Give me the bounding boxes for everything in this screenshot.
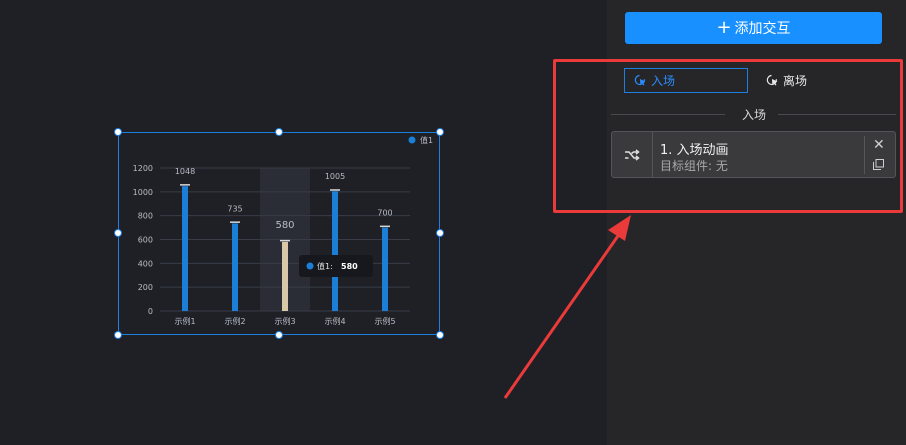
resize-handle-bottom-left[interactable] bbox=[114, 331, 122, 339]
tab-enter[interactable]: 入场 bbox=[624, 68, 748, 93]
x-tick-label: 示例4 bbox=[324, 316, 345, 326]
tab-exit[interactable]: 离场 bbox=[766, 68, 807, 93]
resize-handle-top-right[interactable] bbox=[436, 128, 444, 136]
x-tick-label: 示例1 bbox=[174, 316, 195, 326]
interaction-panel bbox=[607, 0, 906, 445]
bar bbox=[332, 191, 338, 311]
bar-cap bbox=[180, 184, 190, 186]
legend-marker bbox=[408, 136, 416, 144]
bar-chart: 0 200 400 600 800 1000 1200 1048 示例1 735 示例2 580 示例3… bbox=[133, 135, 433, 326]
data-label: 580 bbox=[275, 220, 294, 231]
copy-icon[interactable] bbox=[873, 159, 884, 170]
interaction-target: 目标组件: 无 bbox=[660, 157, 728, 174]
section-divider-right bbox=[778, 114, 896, 115]
y-tick-label: 600 bbox=[138, 236, 153, 245]
bar-cap bbox=[280, 239, 290, 242]
interaction-title: 1. 入场动画 bbox=[660, 143, 729, 158]
y-tick-label: 800 bbox=[138, 212, 153, 221]
resize-handle-top-left[interactable] bbox=[114, 128, 122, 136]
tooltip-marker bbox=[306, 262, 314, 270]
tooltip-box bbox=[299, 255, 373, 277]
y-tick-label: 400 bbox=[138, 259, 153, 268]
data-label: 735 bbox=[227, 204, 242, 213]
y-tick-label: 200 bbox=[138, 283, 153, 292]
data-label: 1048 bbox=[175, 167, 195, 176]
x-tick-label: 示例2 bbox=[224, 316, 245, 326]
y-tick-label: 1000 bbox=[133, 188, 153, 197]
pointer-click-icon bbox=[634, 74, 646, 86]
section-divider-left bbox=[611, 114, 725, 115]
bar-cap bbox=[330, 189, 340, 191]
shuffle-icon bbox=[612, 132, 653, 177]
resize-handle-middle-left[interactable] bbox=[114, 229, 122, 237]
section-label: 入场 bbox=[741, 108, 766, 122]
card-actions: ✕ bbox=[864, 136, 895, 174]
interaction-target-value: 无 bbox=[715, 159, 728, 173]
interaction-target-label: 目标组件: bbox=[660, 159, 713, 173]
resize-handle-middle-right[interactable] bbox=[436, 229, 444, 237]
bar-cap bbox=[380, 225, 390, 228]
resize-handle-bottom-right[interactable] bbox=[436, 331, 444, 339]
x-tick-label: 示例3 bbox=[274, 316, 295, 326]
annotation-highlight-box bbox=[553, 59, 903, 213]
tab-exit-label: 离场 bbox=[783, 74, 808, 88]
tooltip-value: 580 bbox=[341, 262, 358, 271]
data-label: 700 bbox=[377, 209, 392, 218]
resize-handle-bottom-center[interactable] bbox=[275, 331, 283, 339]
legend-label: 值1 bbox=[420, 135, 433, 145]
plus-icon: + bbox=[716, 17, 732, 38]
add-interaction-button[interactable]: + 添加交互 bbox=[625, 12, 882, 44]
bar bbox=[182, 186, 188, 311]
bar bbox=[232, 223, 238, 311]
add-interaction-label: 添加交互 bbox=[734, 21, 791, 37]
interaction-card[interactable]: 1. 入场动画 目标组件: 无 ✕ bbox=[611, 131, 896, 178]
x-tick-label: 示例5 bbox=[374, 316, 395, 326]
data-label: 1005 bbox=[325, 172, 345, 181]
bar bbox=[282, 241, 288, 311]
tooltip-series-name: 值1: bbox=[317, 261, 333, 271]
pointer-click-icon bbox=[766, 74, 778, 86]
y-tick-label: 0 bbox=[148, 307, 153, 316]
y-tick-label: 1200 bbox=[133, 164, 153, 173]
close-icon[interactable]: ✕ bbox=[873, 137, 885, 153]
resize-handle-top-center[interactable] bbox=[275, 128, 283, 136]
bar bbox=[382, 227, 388, 311]
tab-enter-label: 入场 bbox=[651, 74, 676, 88]
bar-cap bbox=[230, 221, 240, 223]
